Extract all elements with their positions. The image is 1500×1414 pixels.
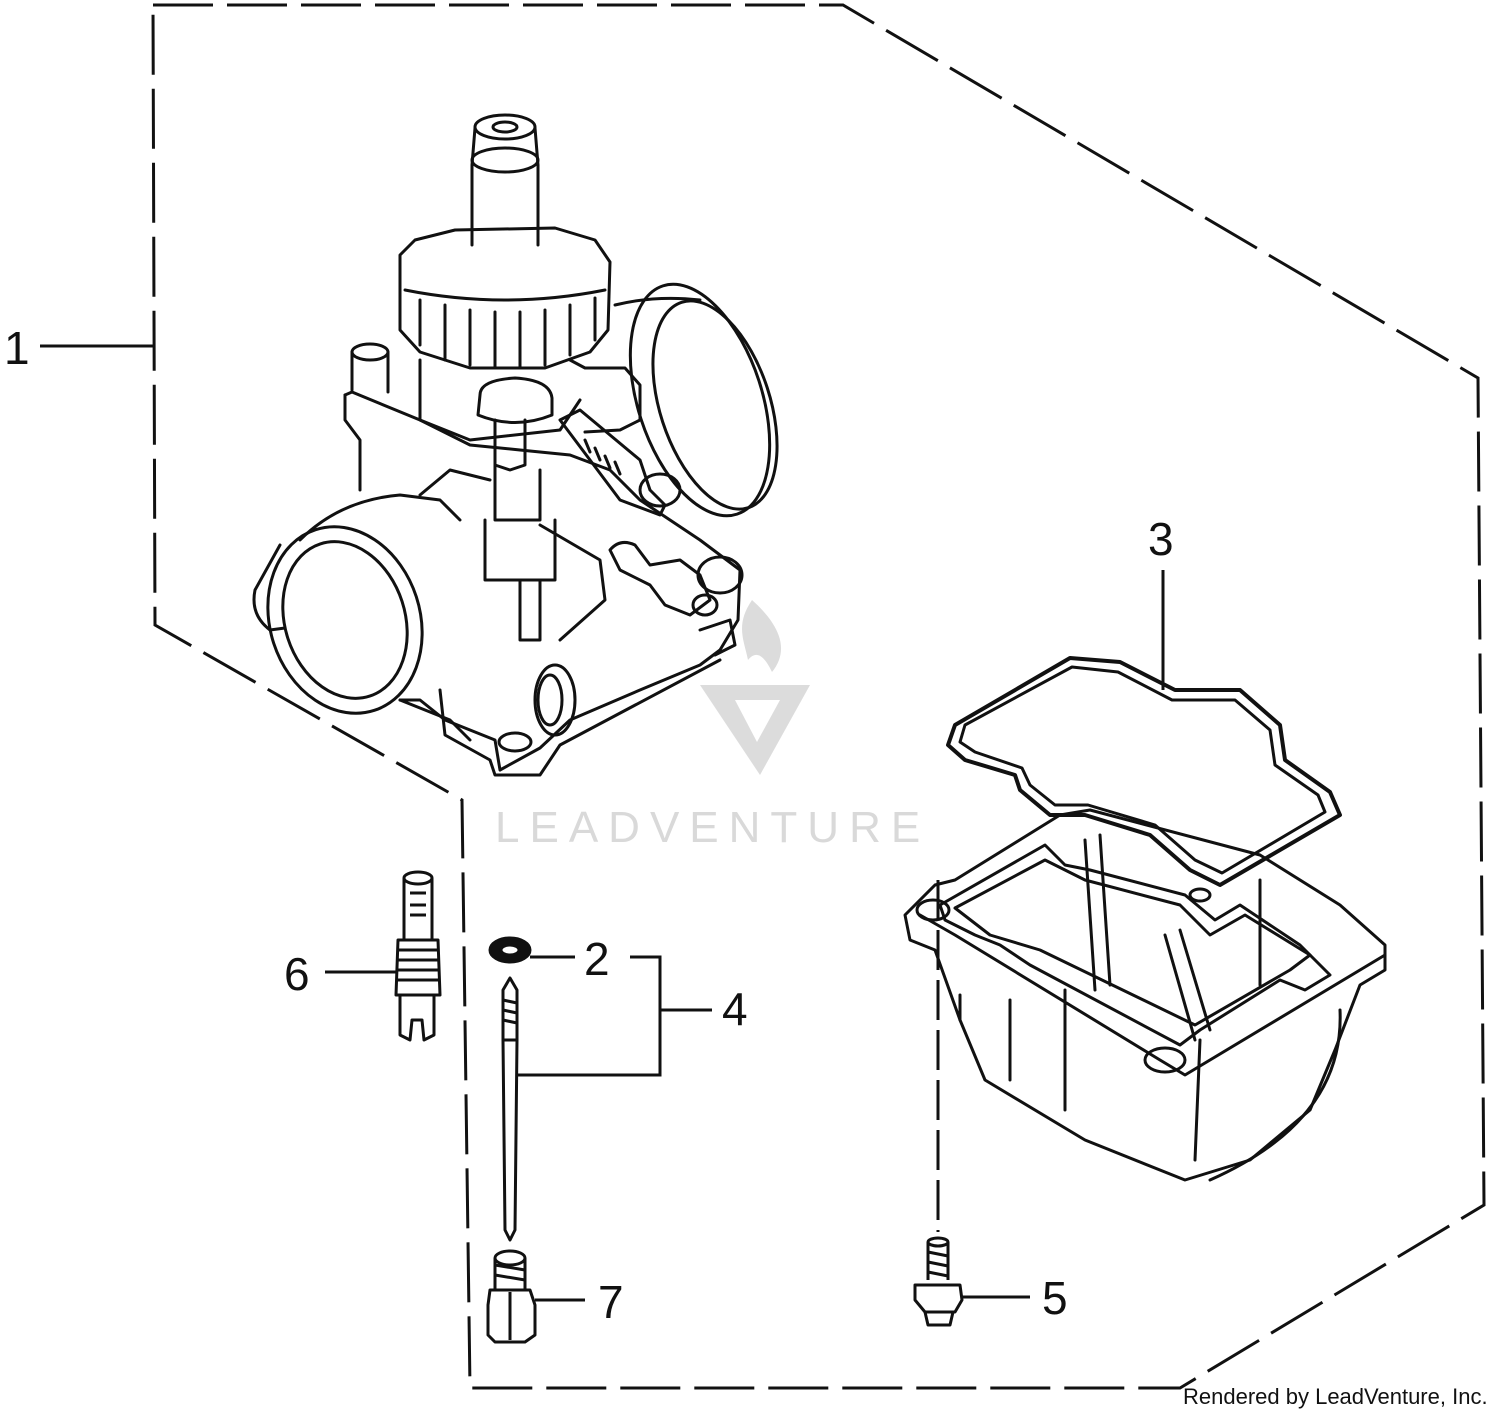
leader-bracket-4 [517, 955, 662, 1077]
callout-1: 1 [4, 322, 30, 374]
callout-2: 2 [584, 933, 610, 985]
watermark-v-inner [735, 700, 780, 742]
watermark-flame-icon [742, 600, 782, 672]
watermark-logo: LEADVENTURE [495, 600, 930, 852]
callout-7: 7 [598, 1276, 624, 1328]
gasket-part-3 [948, 658, 1340, 885]
callout-3: 3 [1148, 513, 1174, 565]
assembly-boundary [151, 3, 1486, 1390]
float-bowl [905, 810, 1385, 1180]
callout-6: 6 [284, 948, 310, 1000]
pilot-jet-part-6 [396, 872, 440, 1040]
callout-4: 4 [722, 983, 748, 1035]
jet-needle-part-4 [490, 938, 530, 1240]
screw-part-5 [915, 1238, 962, 1325]
render-credit: Rendered by LeadVenture, Inc. [1183, 1384, 1488, 1409]
leader-lines [40, 344, 1165, 1302]
main-jet-part-7 [488, 1251, 535, 1342]
carburetor-body [244, 115, 800, 775]
callout-5: 5 [1042, 1272, 1068, 1324]
callout-labels: 1 2 3 4 5 6 7 [4, 322, 1174, 1328]
watermark-text: LEADVENTURE [495, 803, 930, 852]
